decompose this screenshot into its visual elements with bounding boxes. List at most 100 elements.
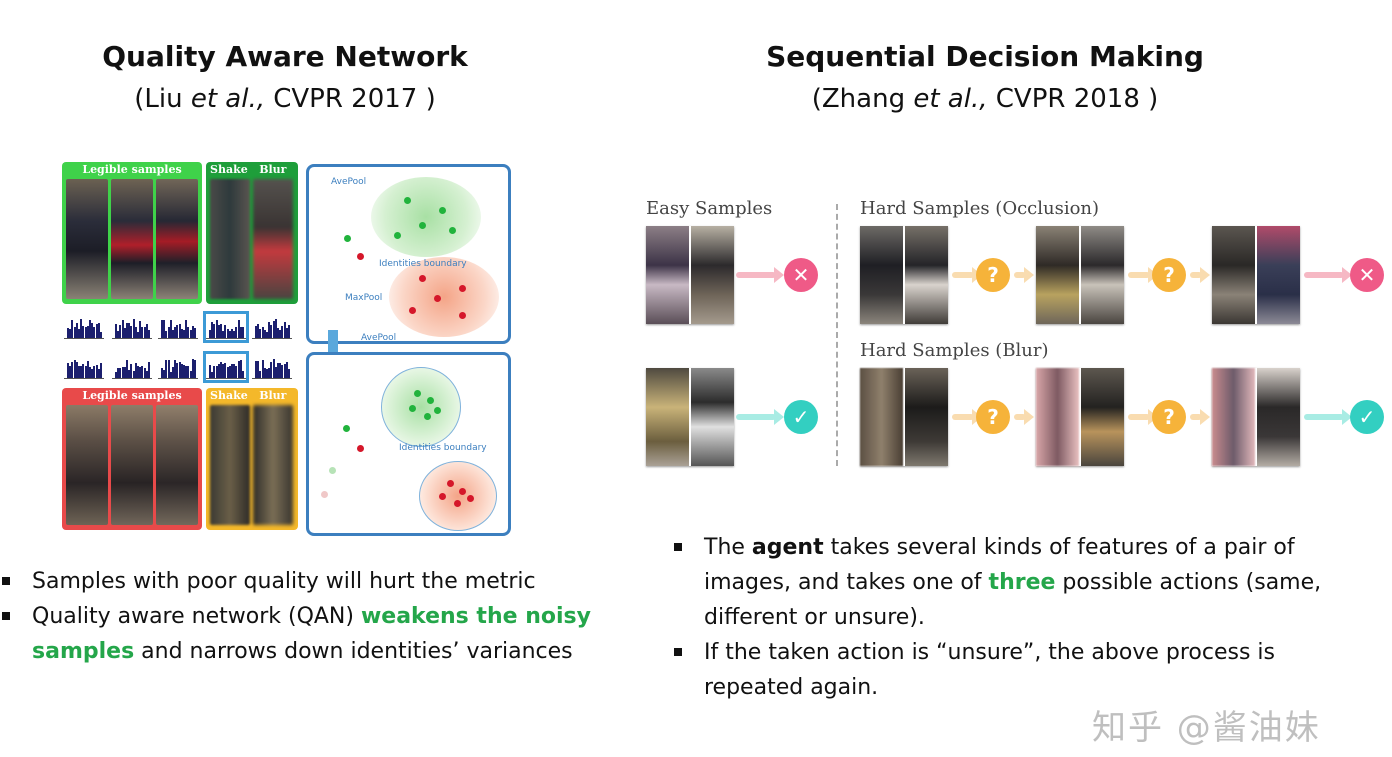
histogram-bar	[174, 360, 177, 378]
right-bullet-1-pre: The	[704, 535, 752, 560]
blur-label: Blur	[259, 163, 287, 176]
histogram-bar	[272, 359, 275, 378]
pedestrian-image-shake	[210, 405, 250, 525]
legible-samples-bottom-label: Legible samples	[82, 389, 182, 402]
histogram-bar	[222, 364, 225, 378]
histogram-bar	[97, 369, 100, 378]
avepool-top-label: AvePool	[331, 177, 367, 187]
pedestrian-image-shake	[210, 179, 250, 299]
avepool-bottom-label: AvePool	[361, 333, 397, 343]
histogram-bar	[224, 325, 227, 338]
histogram-bar	[277, 328, 279, 338]
dashed-divider	[836, 204, 838, 466]
left-subtitle-suffix: CVPR 2017 )	[264, 84, 436, 114]
histogram-bar	[261, 327, 264, 338]
histogram-bar	[288, 369, 290, 378]
feature-space-panel-top: AvePool Identities boundary MaxPool AveP…	[306, 164, 511, 344]
histogram-bar	[222, 331, 225, 338]
right-bullet-1-mid: takes several kinds of features of a pai…	[704, 535, 1295, 595]
arrow-icon	[736, 272, 776, 278]
histogram-bar	[73, 360, 76, 378]
easy-pair-same	[646, 368, 734, 466]
histogram-bar	[143, 327, 146, 338]
histogram-bar	[231, 364, 233, 378]
histogram-bar	[67, 363, 69, 378]
histogram-bar	[163, 320, 166, 338]
right-bullets: The agent takes several kinds of feature…	[672, 530, 1352, 705]
histogram-bar	[233, 364, 236, 378]
histogram-bar	[239, 360, 242, 378]
arrow-icon	[1304, 414, 1344, 420]
histogram-bar	[91, 369, 94, 378]
histogram-bar	[220, 324, 222, 338]
right-bullet-1-highlight: three	[988, 570, 1056, 595]
histogram-bar	[100, 332, 102, 338]
identities-boundary-top-label: Identities boundary	[379, 259, 467, 269]
shake-blur-bottom-frame: Shake Blur	[206, 388, 298, 530]
hard-occlusion-label: Hard Samples (Occlusion)	[860, 198, 1100, 219]
histogram-bar	[130, 364, 133, 378]
blur-pair-3	[1212, 368, 1300, 466]
histogram-axis	[112, 338, 152, 339]
red-feature-point	[419, 275, 426, 282]
histogram-bar	[167, 360, 170, 378]
histogram-bar	[176, 363, 179, 378]
histogram-axis	[158, 378, 198, 379]
right-bullet-1: The agent takes several kinds of feature…	[672, 530, 1352, 635]
histogram-bar	[95, 365, 98, 378]
easy-samples-label: Easy Samples	[646, 198, 773, 219]
histogram-bar	[169, 372, 172, 378]
blur-label: Blur	[259, 389, 287, 402]
histogram-bar	[126, 323, 128, 338]
histogram-bar	[93, 327, 96, 338]
green-feature-point	[434, 407, 441, 414]
histogram-bar	[228, 366, 231, 378]
histogram-bar	[69, 329, 72, 338]
green-feature-point	[449, 227, 456, 234]
right-bullet-2: If the taken action is “unsure”, the abo…	[672, 635, 1352, 705]
histogram-bar	[263, 368, 266, 378]
histogram-bar	[100, 363, 102, 378]
right-subtitle-suffix: CVPR 2018 )	[987, 84, 1159, 114]
pedestrian-image	[66, 179, 108, 299]
arrow-icon	[1128, 414, 1150, 420]
histogram	[203, 351, 249, 383]
histogram-bar	[73, 327, 76, 338]
histogram-bar	[185, 366, 188, 378]
shake-blur-top-frame: Shake Blur	[206, 162, 298, 304]
green-feature-point	[414, 390, 421, 397]
arrow-icon	[736, 414, 776, 420]
arrow-head-icon	[1024, 267, 1034, 283]
histogram-bar	[139, 367, 142, 378]
histogram-bar	[80, 319, 83, 338]
histogram-bar	[84, 366, 87, 378]
histogram-bar	[180, 364, 183, 378]
histogram-bar	[217, 325, 220, 338]
arrow-icon	[1190, 272, 1202, 278]
legible-samples-top-label: Legible samples	[82, 163, 182, 176]
histogram-bar	[191, 326, 194, 338]
histogram-bar	[215, 366, 218, 378]
histogram-bar	[239, 327, 242, 338]
histogram-bar	[217, 364, 220, 378]
red-feature-point	[439, 493, 446, 500]
histogram-bar	[261, 360, 264, 378]
pedestrian-image	[1257, 226, 1300, 324]
question-icon: ?	[1152, 258, 1186, 292]
histogram-bar	[137, 366, 139, 378]
histogram-bar	[281, 326, 284, 338]
pedestrian-image	[691, 368, 734, 466]
histogram-bar	[97, 323, 100, 338]
histogram-bar	[82, 364, 85, 378]
red-feature-point	[467, 495, 474, 502]
green-identity-cluster	[371, 177, 481, 257]
histogram-bar	[143, 368, 146, 378]
pedestrian-image-blur	[253, 405, 293, 525]
histogram-bar	[224, 363, 227, 378]
histogram-bar	[134, 327, 137, 338]
histogram-bar	[270, 325, 273, 338]
green-identity-cluster	[381, 367, 461, 447]
histogram-bar	[211, 372, 214, 378]
arrow-head-icon	[1342, 409, 1352, 425]
pedestrian-image	[1081, 368, 1124, 466]
